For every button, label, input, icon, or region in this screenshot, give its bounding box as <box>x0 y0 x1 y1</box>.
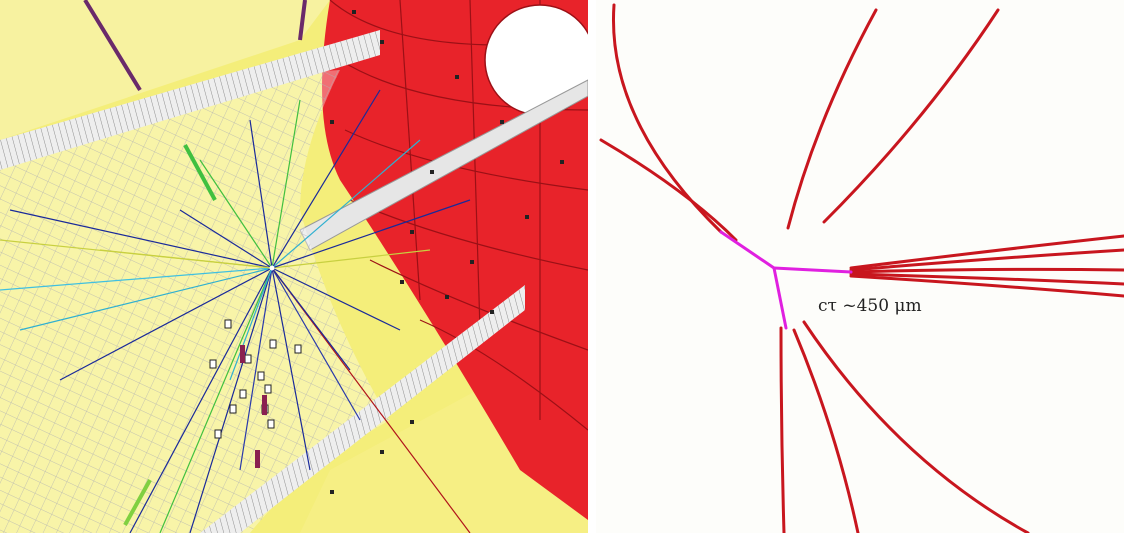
decay-segment-right <box>774 268 851 272</box>
decay-segment-left <box>721 232 774 268</box>
track-upper-right <box>824 10 998 222</box>
track-right-3 <box>851 269 1124 272</box>
track-down-middle <box>794 330 858 533</box>
track-upper-left-curve <box>613 5 721 232</box>
track-down-right <box>804 322 1028 533</box>
event-display-panel <box>0 0 588 533</box>
decay-tracks <box>601 5 1124 533</box>
decay-segment-down <box>774 268 786 328</box>
event-display-drawing <box>0 0 588 533</box>
decay-vertex-diagram: cτ ~450 μm <box>596 0 1124 533</box>
ctau-annotation: cτ ~450 μm <box>818 296 922 316</box>
decay-diagram-panel: cτ ~450 μm <box>596 0 1124 533</box>
track-down-left <box>781 328 784 533</box>
track-upper-middle <box>788 10 876 228</box>
primary-vertex <box>270 266 275 271</box>
